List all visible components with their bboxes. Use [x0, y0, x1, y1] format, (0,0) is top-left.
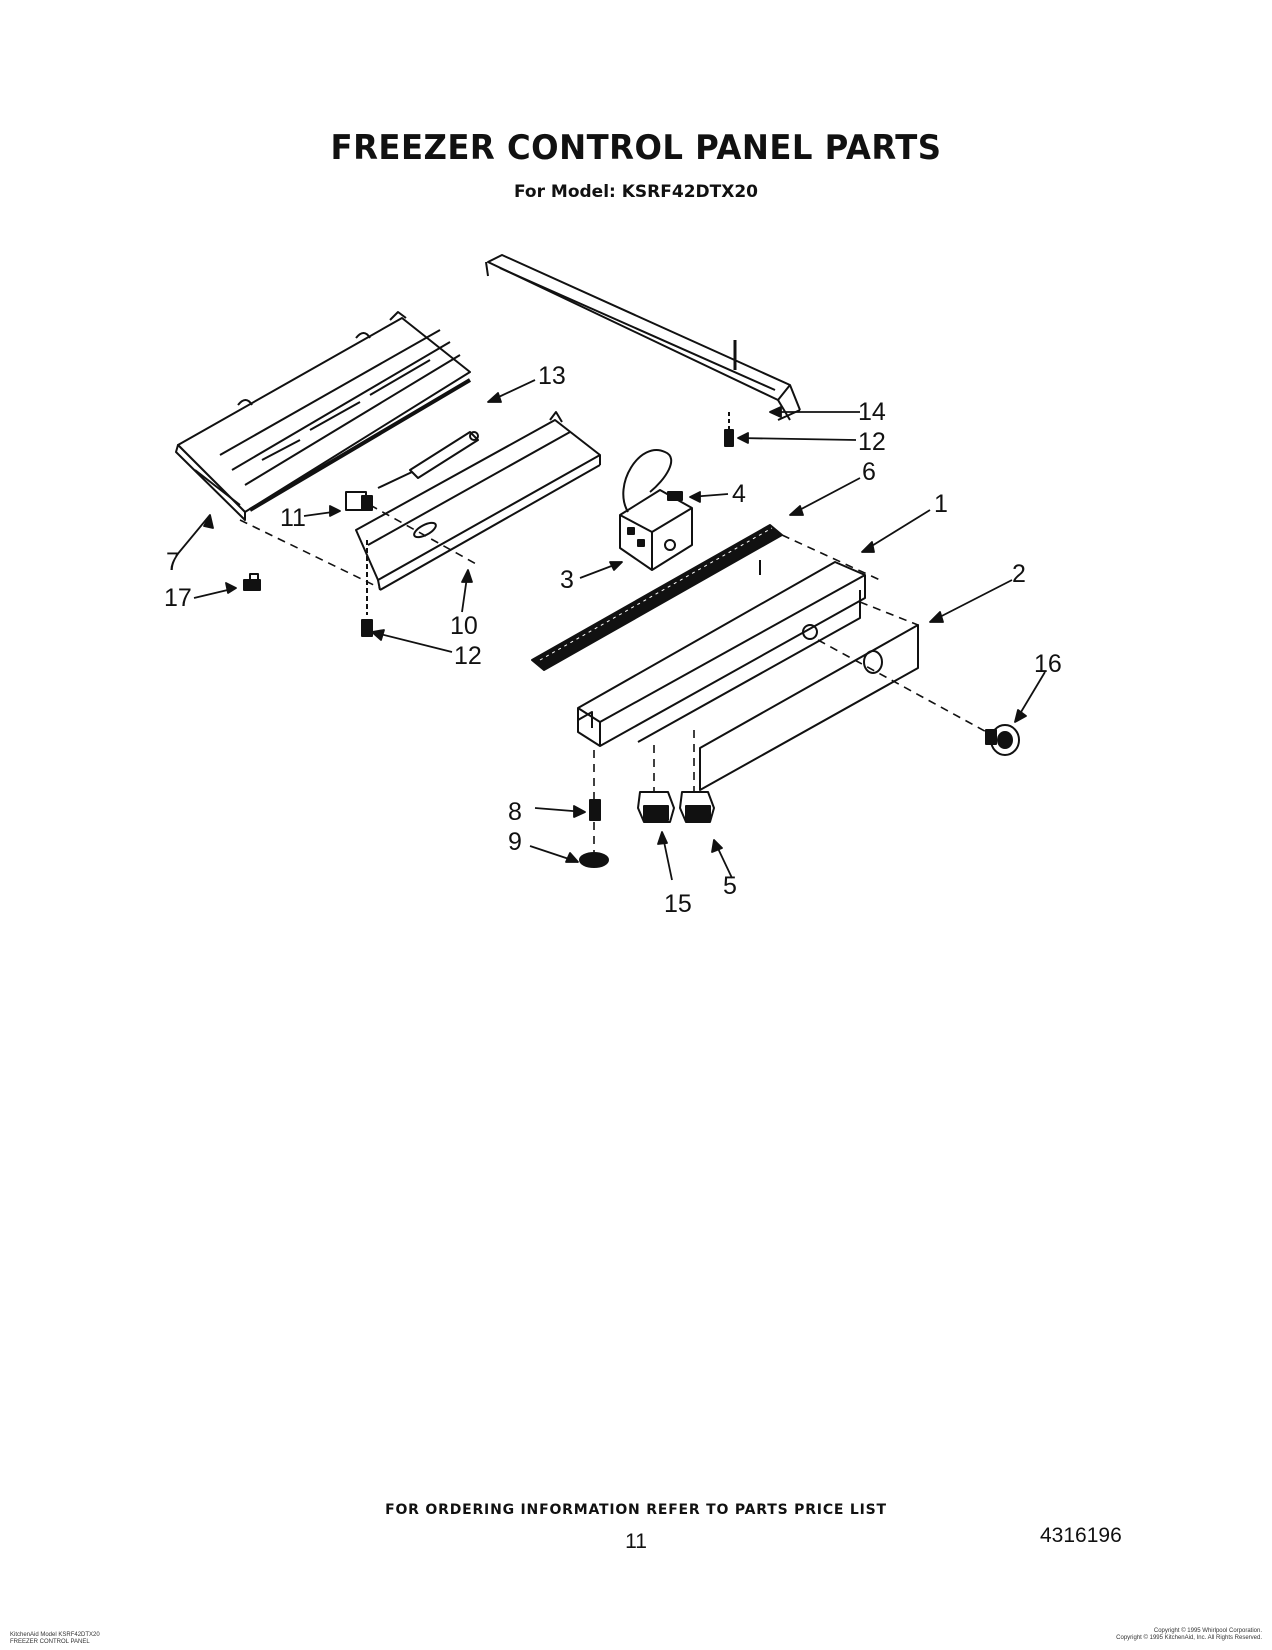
footer-copyright: Copyright © 1995 Whirlpool Corporation. … [1000, 1628, 1262, 1642]
part-1-console-housing [577, 560, 866, 747]
footer-right-line-1: Copyright © 1995 Whirlpool Corporation. [1153, 1628, 1262, 1634]
part-16-knob [985, 724, 1020, 756]
part-12-screw-upper [724, 412, 734, 447]
callout-8: 8 [508, 798, 522, 826]
page-title: FREEZER CONTROL PANEL PARTS [330, 128, 942, 168]
callout-6: 6 [862, 458, 876, 486]
part-8-screw [589, 799, 601, 821]
footer-left-info: KitchenAid Model KSRF42DTX20 FREEZER CON… [10, 1632, 100, 1646]
callout-17: 17 [164, 584, 192, 612]
ordering-note: FOR ORDERING INFORMATION REFER TO PARTS … [385, 1502, 887, 1518]
part-17-clip [243, 573, 261, 591]
part-15-button [637, 791, 675, 823]
footer-left-line-2: FREEZER CONTROL PANEL [10, 1639, 90, 1645]
page-number: 11 [625, 1530, 647, 1553]
part-14-rail [485, 254, 801, 421]
callout-14: 14 [858, 398, 886, 426]
footer-left-line-1: KitchenAid Model KSRF42DTX20 [10, 1632, 100, 1638]
callout-5: 5 [723, 872, 737, 900]
part-7-grille [175, 311, 472, 521]
document-number: 4316196 [1040, 1524, 1122, 1547]
callout-11: 11 [280, 504, 306, 532]
callout-4: 4 [732, 480, 746, 508]
callout-3: 3 [560, 566, 574, 594]
part-10-channel [355, 411, 601, 591]
part-4-screw [667, 491, 683, 501]
callout-9: 9 [508, 828, 522, 856]
callout-10: 10 [450, 612, 478, 640]
part-5-button [679, 791, 715, 823]
part-13-sensor [377, 431, 479, 489]
part-9-washer [579, 852, 609, 868]
part-12-screw-lower [361, 540, 373, 637]
callout-16: 16 [1034, 650, 1062, 678]
callout-12-lower: 12 [454, 642, 482, 670]
callout-15: 15 [664, 890, 692, 918]
callout-1: 1 [934, 490, 948, 518]
footer-right-line-2: Copyright © 1995 KitchenAid, Inc. All Ri… [1116, 1635, 1262, 1641]
part-3-control-switch [619, 449, 693, 571]
leader-lines [175, 379, 1046, 881]
model-subtitle: For Model: KSRF42DTX20 [514, 182, 758, 202]
assembly-lines [239, 504, 993, 852]
part-11-clip [345, 491, 373, 511]
part-2-overlay [699, 624, 919, 791]
callout-12-upper: 12 [858, 428, 886, 456]
callout-7: 7 [166, 548, 180, 576]
callout-2: 2 [1012, 560, 1026, 588]
callout-13: 13 [538, 362, 566, 390]
